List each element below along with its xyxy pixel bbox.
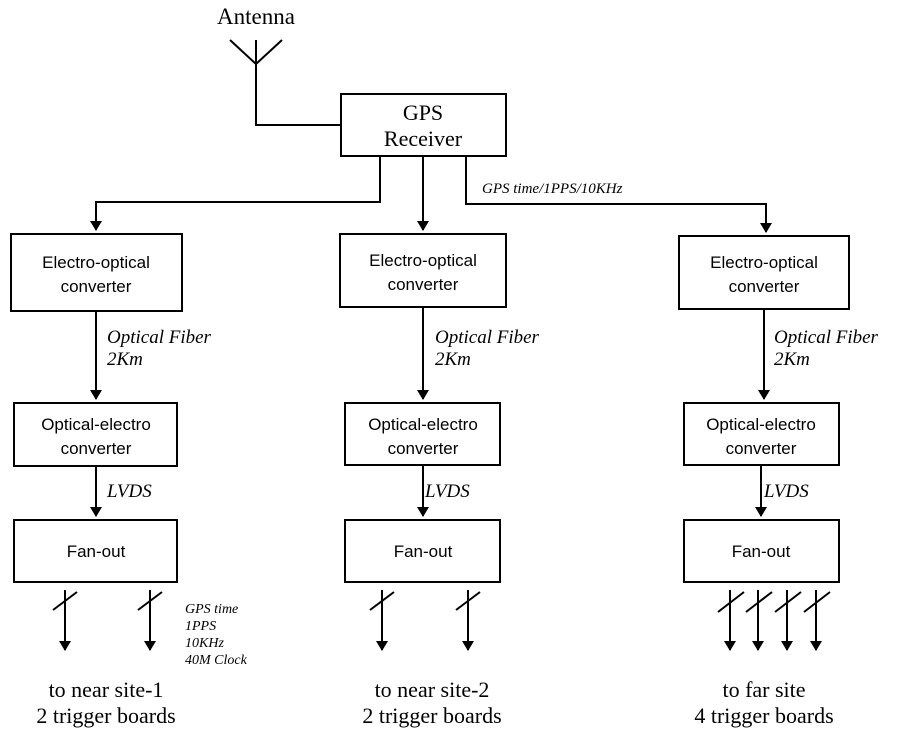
gps-receiver-box [340, 93, 507, 157]
fiber-label-line1: Optical Fiber [435, 327, 540, 348]
fanout-outputs [369, 590, 481, 651]
gps-receiver-line2: Receiver [384, 126, 463, 151]
eo-converter-box [10, 233, 183, 312]
antenna-label: Antenna [217, 4, 295, 29]
oe-converter-line2: converter [726, 439, 797, 458]
eo-converter-box [339, 233, 507, 308]
oe-converter-line2: converter [388, 439, 459, 458]
destination-line1: to near site-2 [375, 677, 490, 702]
signal-item: 1PPS [185, 619, 216, 634]
fiber-label-line2: 2Km [435, 349, 471, 370]
destination-line1: to far site [722, 677, 805, 702]
fiber-label-line1: Optical Fiber [107, 327, 212, 348]
branch-far-site: Electro-optical converter Optical Fiber … [678, 235, 879, 728]
signal-item: 40M Clock [185, 653, 248, 668]
fiber-label-line2: 2Km [774, 349, 810, 370]
fiber-label-line1: Optical Fiber [774, 327, 879, 348]
oe-converter-line1: Optical-electro [41, 415, 151, 434]
oe-converter-line1: Optical-electro [706, 415, 816, 434]
fanout-box [683, 519, 840, 583]
eo-converter-line2: converter [388, 275, 459, 294]
lvds-label: LVDS [763, 481, 809, 502]
signal-item: 10KHz [185, 636, 224, 651]
destination-line2: 2 trigger boards [36, 703, 175, 728]
fanout-label: Fan-out [732, 542, 791, 561]
eo-converter-line2: converter [729, 277, 800, 296]
fiber-label-line2: 2Km [107, 349, 143, 370]
signal-label: GPS time/1PPS/10KHz [482, 181, 623, 197]
destination-line2: 4 trigger boards [694, 703, 833, 728]
fanout-label: Fan-out [67, 542, 126, 561]
antenna-icon [229, 39, 341, 126]
oe-converter-line2: converter [61, 439, 132, 458]
lvds-label: LVDS [106, 481, 152, 502]
fanout-outputs [717, 590, 831, 651]
oe-converter-box [13, 402, 178, 467]
signal-item: GPS time [185, 602, 238, 617]
branch-near-site-1: Electro-optical converter Optical Fiber … [10, 233, 248, 728]
lvds-label: LVDS [424, 481, 470, 502]
eo-converter-line2: converter [61, 277, 132, 296]
destination-line2: 2 trigger boards [362, 703, 501, 728]
fanout-box [344, 519, 501, 583]
eo-converter-line1: Electro-optical [369, 251, 477, 270]
branch-near-site-2: Electro-optical converter Optical Fiber … [339, 233, 540, 728]
eo-converter-box [678, 235, 850, 310]
fanout-label: Fan-out [394, 542, 453, 561]
oe-converter-line1: Optical-electro [368, 415, 478, 434]
eo-converter-line1: Electro-optical [710, 253, 818, 272]
eo-converter-line1: Electro-optical [42, 253, 150, 272]
fanout-box [13, 519, 178, 583]
fanout-signals-list: GPS time 1PPS 10KHz 40M Clock [185, 602, 248, 668]
destination-line1: to near site-1 [49, 677, 164, 702]
gps-receiver-line1: GPS [403, 100, 443, 125]
receiver-to-eo-lines [90, 156, 772, 233]
oe-converter-box [683, 402, 840, 466]
fanout-outputs [52, 590, 163, 651]
